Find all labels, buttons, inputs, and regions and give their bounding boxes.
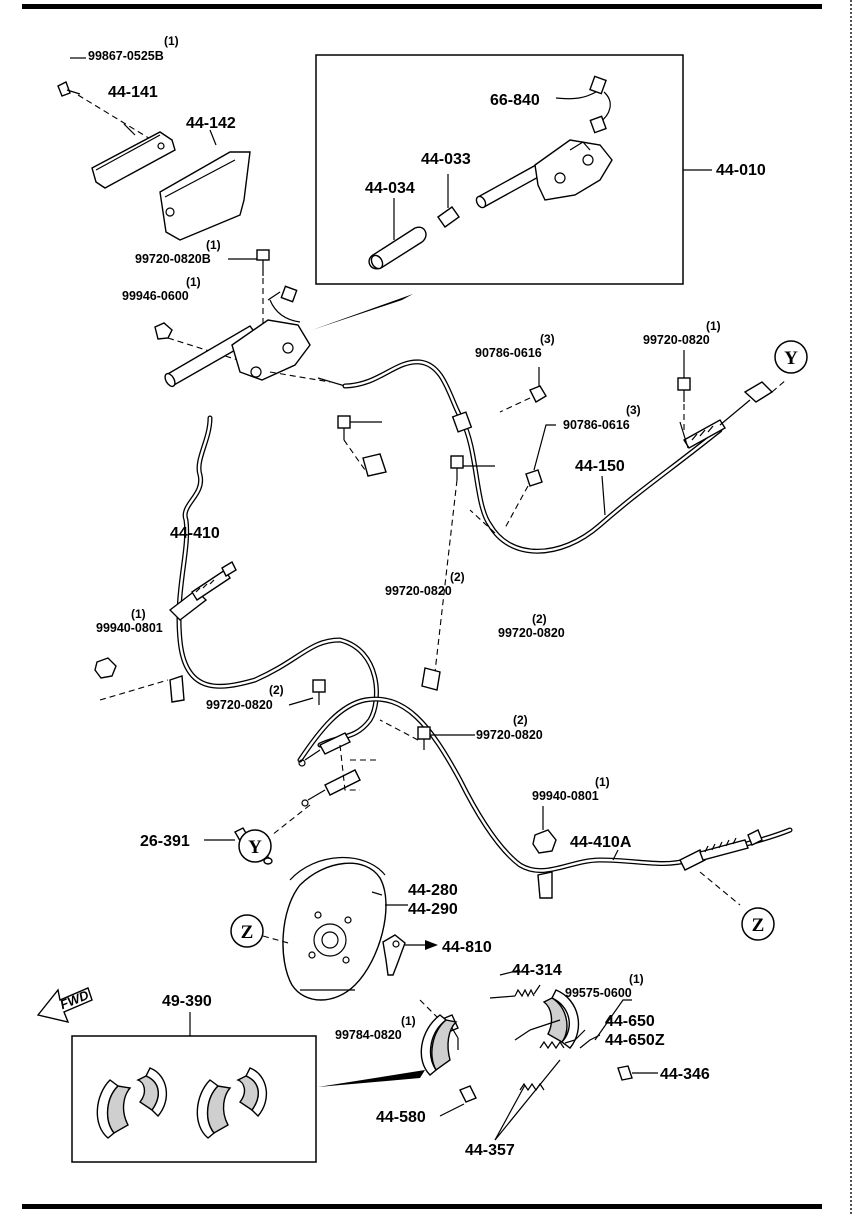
bolt-90786-a <box>499 367 547 413</box>
inset-pointer-wedge <box>312 294 413 330</box>
bolt-99720-0820B <box>228 249 270 276</box>
label-99784-qty: (1) <box>401 1014 416 1028</box>
label-26-391: 26-391 <box>140 833 190 850</box>
label-44-810: 44-810 <box>442 939 492 956</box>
label-90786-b: 90786-0616 <box>563 418 630 432</box>
label-99784: 99784-0820 <box>335 1028 402 1042</box>
label-99720-2d-qty: (2) <box>513 713 528 727</box>
label-99940-a: 99940-0801 <box>96 621 163 635</box>
lever-assembly-inset-box <box>315 54 684 285</box>
backing-plate <box>282 856 387 1001</box>
label-99720-2b-qty: (2) <box>532 612 547 626</box>
svg-text:Z: Z <box>241 922 254 943</box>
bolt-99720-2c <box>288 679 326 706</box>
label-44-141: 44-141 <box>108 84 158 101</box>
label-99940-b: 99940-0801 <box>532 789 599 803</box>
lever-sleeve <box>437 174 460 228</box>
lever-44-810 <box>382 934 438 976</box>
brake-switch-harness <box>555 75 611 134</box>
clip-44-346 <box>617 1065 658 1081</box>
label-90786-a: 90786-0616 <box>475 346 542 360</box>
svg-text:Z: Z <box>752 915 765 936</box>
label-99575-qty: (1) <box>629 972 644 986</box>
label-44-150: 44-150 <box>575 458 625 475</box>
screw-99867 <box>57 57 86 97</box>
shoe-kit-box <box>71 1035 317 1163</box>
label-99940-a-qty: (1) <box>131 607 146 621</box>
rear-cable-ends <box>298 732 380 807</box>
nut-99940-b <box>532 806 557 854</box>
label-44-033: 44-033 <box>421 151 471 168</box>
rear-cable-44-410A <box>297 696 793 899</box>
label-44-034: 44-034 <box>365 180 415 197</box>
label-99720-front: 99720-0820 <box>643 333 710 347</box>
bolt-90786-b <box>504 424 556 529</box>
label-99946: 99946-0600 <box>122 289 189 303</box>
label-44-142: 44-142 <box>186 115 236 132</box>
label-99720-0820B-qty: (1) <box>206 238 221 252</box>
marker-z-plate: Z <box>230 914 293 948</box>
label-90786-b-qty: (3) <box>626 403 641 417</box>
label-99720-2c: 99720-0820 <box>206 698 273 712</box>
spring-44-357 <box>494 1059 561 1141</box>
label-44-650Z: 44-650Z <box>605 1032 665 1049</box>
svg-text:Y: Y <box>784 348 798 369</box>
svg-text:Y: Y <box>248 837 262 858</box>
bolt-99720-2a <box>337 415 387 477</box>
top-border-bar <box>22 4 822 9</box>
label-99720-0820B: 99720-0820B <box>135 252 211 266</box>
label-44-280: 44-280 <box>408 882 458 899</box>
label-99940-b-qty: (1) <box>595 775 610 789</box>
bolt-99720-2b <box>421 455 495 691</box>
parking-brake-lever <box>164 285 311 388</box>
lever-grip <box>368 198 427 270</box>
label-44-290: 44-290 <box>408 901 458 918</box>
shoe-kit-right-pair <box>196 1067 268 1139</box>
label-44-357: 44-357 <box>465 1142 515 1159</box>
shoe-kit-pointer-wedge <box>318 1070 425 1087</box>
label-99720-2d: 99720-0820 <box>476 728 543 742</box>
label-99720-2b: 99720-0820 <box>498 626 565 640</box>
console-cover-44-141 <box>91 123 176 189</box>
spring-44-314 <box>489 969 541 999</box>
label-99946-qty: (1) <box>186 275 201 289</box>
label-44-410A: 44-410A <box>570 834 632 851</box>
label-99720-2c-qty: (2) <box>269 683 284 697</box>
label-90786-a-qty: (3) <box>540 332 555 346</box>
label-44-410: 44-410 <box>170 525 220 542</box>
console-cover-44-142 <box>159 129 251 241</box>
front-cable-44-150 <box>317 359 774 554</box>
label-99575: 99575-0600 <box>565 986 632 1000</box>
label-66-840: 66-840 <box>490 92 540 109</box>
shoe-kit-left-pair <box>96 1067 168 1139</box>
nut-99940-a <box>94 657 117 679</box>
marker-y-bottom: Y <box>238 829 272 863</box>
marker-z-cable: Z <box>741 907 775 941</box>
label-49-390: 49-390 <box>162 993 212 1010</box>
label-99720-front-qty: (1) <box>706 319 721 333</box>
label-44-314: 44-314 <box>512 962 562 979</box>
bolt-99720-0820-front <box>677 350 691 430</box>
label-99867-qty: (1) <box>164 34 179 48</box>
pin-99575 <box>514 999 632 1041</box>
label-99720-2a: 99720-0820 <box>385 584 452 598</box>
bottom-border-bar <box>22 1204 822 1209</box>
label-44-650: 44-650 <box>605 1013 655 1030</box>
label-44-010: 44-010 <box>716 162 766 179</box>
spring-44-650 <box>539 1029 601 1050</box>
label-44-346: 44-346 <box>660 1066 710 1083</box>
adjuster-44-580 <box>439 1085 477 1117</box>
label-99867: 99867-0525B <box>88 49 164 63</box>
fwd-arrow: FWD <box>36 987 93 1023</box>
brake-shoe-left <box>420 1014 458 1076</box>
fwd-label: FWD <box>58 987 92 1012</box>
nut-99946 <box>154 322 173 340</box>
label-99720-2a-qty: (2) <box>450 570 465 584</box>
parking-brake-lever-inset <box>475 139 613 209</box>
bolt-99720-2d <box>379 719 475 750</box>
brake-shoe-right <box>542 989 580 1049</box>
marker-y-top: Y <box>774 340 808 374</box>
label-44-580: 44-580 <box>376 1109 426 1126</box>
